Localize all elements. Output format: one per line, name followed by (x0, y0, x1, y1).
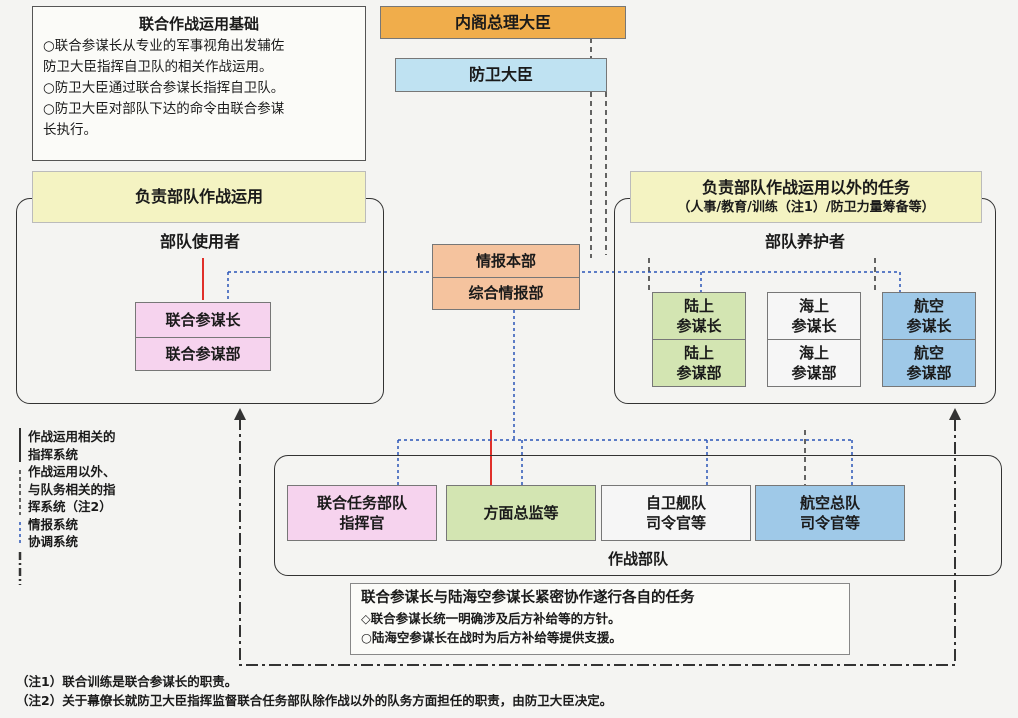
basis-box: 联合作战运用基础 ○联合参谋长从专业的军事视角出发辅佐 防卫大臣指挥自卫队的相关… (32, 6, 366, 161)
air-staff-box: 航空 参谋部 (882, 339, 976, 387)
maritime-staff-box: 海上 参谋部 (767, 339, 861, 387)
coordination-arrow-right (949, 408, 961, 420)
cooperation-line: ◇联合参谋长统一明确涉及后方补给等的方针。 (361, 610, 621, 626)
coordination-arrow-left (234, 408, 246, 420)
force-provider-subtitle: 部队养护者 (764, 232, 845, 251)
operational-units-label: 作战部队 (607, 550, 668, 568)
legend-line: 协调系统 (28, 534, 79, 549)
legend-line: 指挥系统 (28, 446, 79, 462)
jtf-commander-line1: 联合任务部队 (316, 493, 407, 512)
intel-hq-box: 情报本部 (432, 244, 580, 278)
jtf-commander-box: 联合任务部队 指挥官 (287, 485, 437, 541)
prime-minister-box: 内阁总理大臣 (380, 6, 626, 39)
force-provider-banner-line1: 负责部队作战运用以外的任务 (701, 178, 910, 198)
legend: 作战运用相关的 指挥系统 作战运用以外、 与队务相关的指 挥系统（注2） 情报系… (28, 428, 198, 551)
maritime-staff-line1: 海上 (798, 343, 829, 362)
ground-staff-line1: 陆上 (683, 343, 714, 362)
force-user-banner: 负责部队作战运用 (32, 171, 366, 223)
legend-line: 情报系统 (28, 516, 79, 532)
coordination-line (239, 418, 956, 666)
defense-minister-box: 防卫大臣 (395, 58, 607, 92)
force-user-subtitle: 部队使用者 (159, 232, 240, 251)
air-chief-line1: 航空 (913, 296, 944, 315)
legend-line: 挥系统（注2） (28, 499, 112, 514)
cooperation-line: ○陆海空参谋长在战时为后方补给等提供支援。 (361, 629, 622, 645)
fleet-commander-line2: 司令官等 (645, 514, 706, 532)
maritime-chief-line2: 参谋长 (791, 317, 837, 335)
force-provider-banner: 负责部队作战运用以外的任务 （人事/教育/训练（注1）/防卫力量筹备等） (630, 171, 982, 223)
army-commander-box: 方面总监等 (446, 485, 596, 541)
force-provider-banner-line2: （人事/教育/训练（注1）/防卫力量筹备等） (677, 200, 935, 216)
cooperation-box: 联合参谋长与陆海空参谋长紧密协作遂行各自的任务 ◇联合参谋长统一明确涉及后方补给… (350, 583, 850, 655)
legend-line: 作战运用以外、 (28, 464, 116, 479)
fleet-commander-line1: 自卫舰队 (645, 493, 706, 512)
maritime-chief-box: 海上 参谋长 (767, 292, 861, 340)
ground-chief-line2: 参谋长 (676, 317, 722, 335)
note-1: （注1）联合训练是联合参谋长的职责。 (16, 674, 238, 689)
air-command-box: 航空总队 司令官等 (755, 485, 905, 541)
air-command-line2: 司令官等 (799, 514, 860, 532)
notes: （注1）联合训练是联合参谋长的职责。 （注2）关于幕僚长就防卫大臣指挥监督联合任… (16, 672, 1006, 711)
army-commander-line1: 方面总监等 (483, 503, 559, 522)
ground-staff-line2: 参谋部 (676, 364, 722, 382)
basis-line: 长执行。 (43, 121, 97, 138)
joint-chief-box: 联合参谋长 (135, 302, 271, 338)
ground-staff-box: 陆上 参谋部 (652, 339, 746, 387)
cooperation-title: 联合参谋长与陆海空参谋长紧密协作遂行各自的任务 (361, 590, 695, 606)
maritime-staff-line2: 参谋部 (791, 364, 837, 382)
maritime-chief-line1: 海上 (798, 296, 829, 315)
legend-line: 与队务相关的指 (28, 481, 116, 497)
air-staff-line2: 参谋部 (906, 364, 952, 382)
air-chief-box: 航空 参谋长 (882, 292, 976, 340)
ground-chief-line1: 陆上 (683, 296, 714, 315)
basis-title: 联合作战运用基础 (138, 15, 259, 33)
air-staff-line1: 航空 (913, 343, 944, 362)
integrated-intel-box: 综合情报部 (432, 277, 580, 310)
legend-line: 作战运用相关的 (28, 429, 116, 444)
note-2: （注2）关于幕僚长就防卫大臣指挥监督联合任务部队除作战以外的队务方面担任的职责，… (16, 693, 613, 709)
jtf-commander-line2: 指挥官 (339, 514, 385, 532)
air-chief-line2: 参谋长 (906, 317, 952, 335)
operational-units-group (274, 455, 1002, 576)
fleet-commander-box: 自卫舰队 司令官等 (601, 485, 751, 541)
ground-chief-box: 陆上 参谋长 (652, 292, 746, 340)
joint-staff-box: 联合参谋部 (135, 337, 271, 371)
air-command-line1: 航空总队 (799, 493, 860, 512)
basis-line: ○防卫大臣对部队下达的命令由联合参谋 (43, 101, 285, 118)
basis-line: ○防卫大臣通过联合参谋长指挥自卫队。 (43, 80, 285, 97)
basis-line: 防卫大臣指挥自卫队的相关作战运用。 (43, 59, 273, 76)
basis-line: ○联合参谋长从专业的军事视角出发辅佐 (43, 38, 285, 55)
